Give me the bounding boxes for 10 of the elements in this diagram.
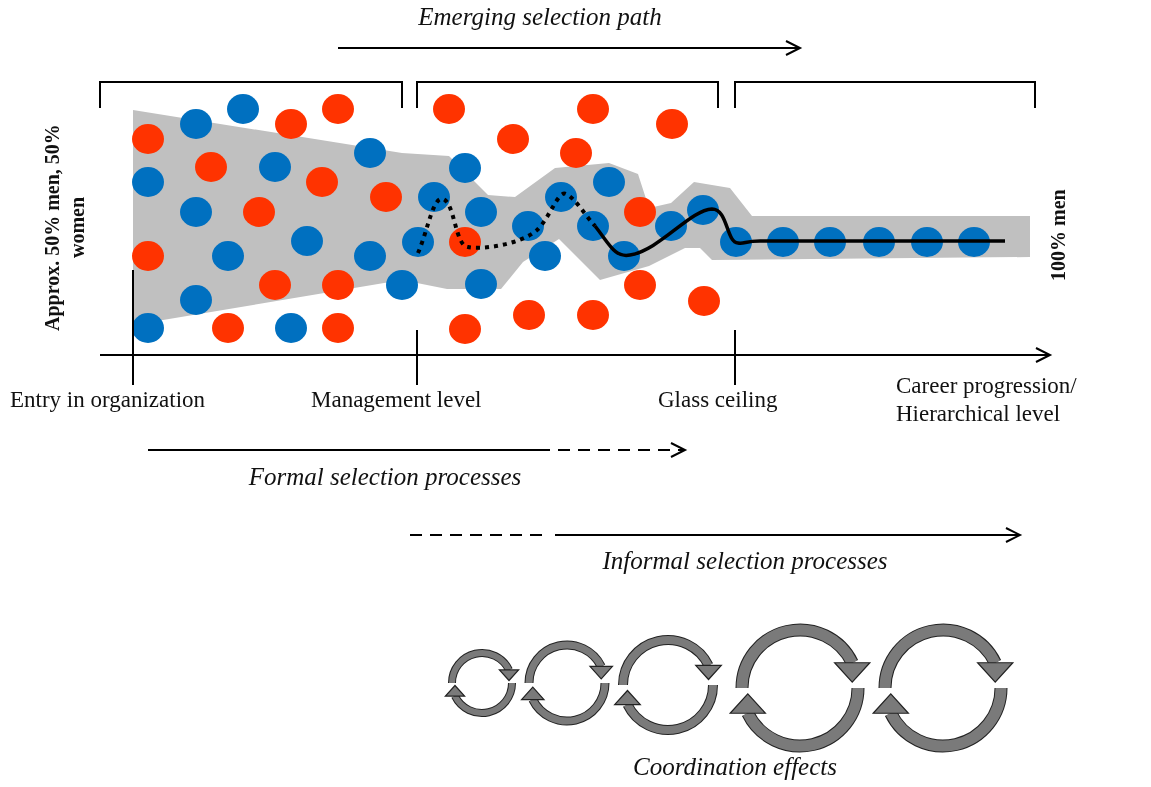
arrow-label: Informal selection processes — [601, 546, 889, 576]
caption: Coordination effects — [632, 752, 838, 782]
axis-label: 100% men — [1046, 188, 1070, 283]
axis-label: Career progression/ Hierarchical level — [896, 372, 1078, 428]
level-label: Glass ceiling — [658, 386, 778, 414]
level-label: Entry in organization — [10, 386, 206, 414]
arrow-label: Formal selection processes — [247, 462, 523, 492]
axis-label: Approx. 50% men, 50% women — [40, 123, 89, 333]
level-label: Management level — [311, 386, 482, 414]
arrow-label: Emerging selection path — [417, 2, 663, 32]
